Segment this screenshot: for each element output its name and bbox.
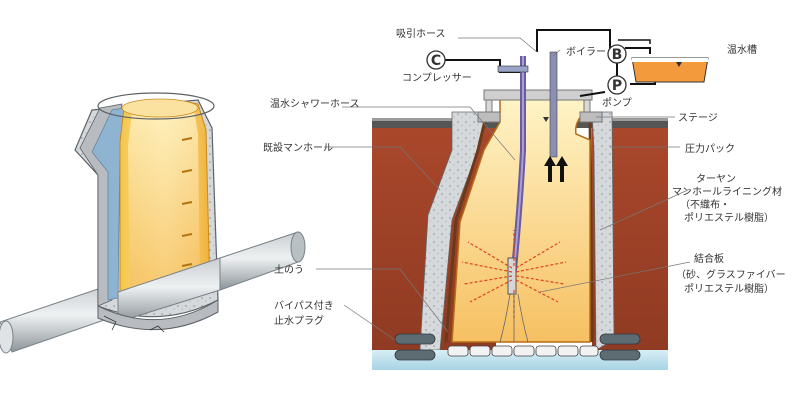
label-tarpaulin-3: （不織布・ xyxy=(680,198,730,211)
label-stage: ステージ xyxy=(678,113,718,124)
label-binding-plate-3: ポリエステル樹脂） xyxy=(684,282,774,295)
hot-water-spray xyxy=(461,230,567,318)
label-pressure-pack: 圧力パック xyxy=(685,142,735,155)
label-compressor: コンプレッサー xyxy=(402,72,472,84)
pressure-arrows xyxy=(544,156,568,182)
labels: 吸引ホース ボイラー コンプレッサー ポンプ 温水槽 温水シャワーホース ステー… xyxy=(263,28,786,327)
label-pump: ポンプ xyxy=(602,97,632,109)
label-tarpaulin-2: マンホールライニング材 xyxy=(672,185,782,198)
stage xyxy=(483,89,593,101)
label-sandbag: 土のう xyxy=(274,263,304,276)
compressor-symbol xyxy=(426,50,446,70)
compressor-symbol-letter: C xyxy=(431,53,441,69)
label-binding-plate-2: （砂、グラスファイバー xyxy=(676,268,786,281)
existing-manhole-wall-right xyxy=(591,111,615,351)
leader-lines xyxy=(316,37,691,341)
label-existing-manhole: 既設マンホール xyxy=(263,141,333,154)
cutaway-manhole-illustration xyxy=(0,92,306,354)
label-tarpaulin-1: ターヤン xyxy=(696,173,736,185)
label-binding-plate-1: 結合板 xyxy=(694,252,724,265)
label-hot-water-tank: 温水槽 xyxy=(727,43,757,56)
label-suction-hose: 吸引ホース xyxy=(396,28,446,40)
pump-symbol xyxy=(607,75,627,95)
label-bypass-plug-2: 止水プラグ xyxy=(274,314,324,327)
pump-symbol-letter: P xyxy=(612,78,622,94)
bypass-plugs xyxy=(394,333,641,361)
suction-hose xyxy=(549,51,558,158)
label-tarpaulin-4: ポリエステル樹脂） xyxy=(684,211,774,224)
boiler-symbol xyxy=(607,44,627,64)
section-diagram: C B P xyxy=(372,29,709,370)
label-hot-shower-hose: 温水シャワーホース xyxy=(270,98,360,110)
sandbags xyxy=(447,345,599,357)
label-boiler: ボイラー xyxy=(566,46,606,58)
label-bypass-plug-1: バイパス付き xyxy=(274,299,334,312)
boiler-symbol-letter: B xyxy=(612,47,623,63)
